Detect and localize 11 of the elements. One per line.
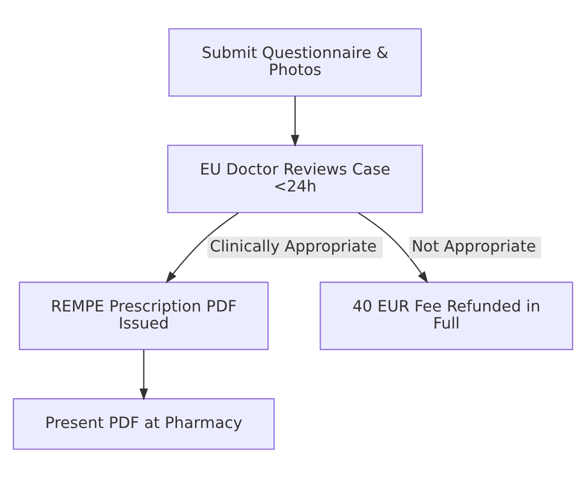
- arrow: [290, 96, 300, 147]
- edge-label: Clinically Appropriate: [210, 237, 377, 256]
- arrow: [166, 212, 239, 284]
- node-box: 40 EUR Fee Refunded in Full: [320, 282, 574, 350]
- arrow: [140, 350, 148, 400]
- arrow: [358, 212, 428, 284]
- node-box: REMPE Prescription PDF Issued: [18, 282, 269, 350]
- node-box: EU Doctor Reviews Case <24h: [167, 144, 424, 214]
- node-box: Present PDF at Pharmacy: [12, 398, 275, 450]
- edge-label: Not Appropriate: [412, 237, 536, 256]
- node-box: Submit Questionnaire & Photos: [168, 28, 422, 97]
